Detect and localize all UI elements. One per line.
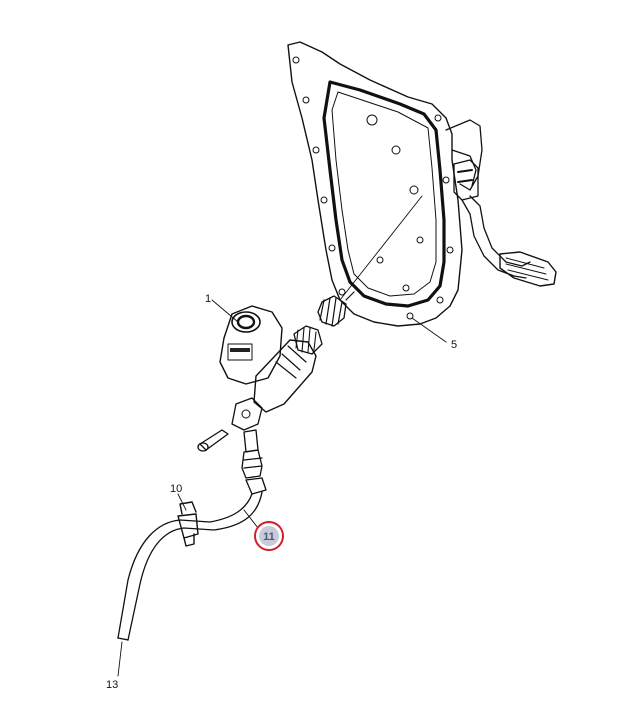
pushrod-boot: [317, 195, 423, 327]
leader-10: [177, 493, 187, 511]
callout-13: 13: [106, 679, 118, 691]
clutch-master-cylinder: [197, 305, 323, 453]
leader-11: [243, 509, 259, 529]
pedal-bracket-plate: [287, 41, 557, 327]
callout-10: 10: [170, 483, 182, 495]
hydraulic-line-assembly: [117, 449, 267, 641]
leader-lines: [117, 299, 447, 677]
callout-11-highlight[interactable]: 11: [254, 521, 284, 551]
leader-5: [411, 317, 447, 343]
leader-13: [117, 641, 123, 677]
leader-1: [211, 299, 239, 323]
callout-1: 1: [205, 293, 211, 305]
highlight-fill: [259, 526, 279, 546]
callout-5: 5: [451, 339, 457, 351]
callouts: 1 5 10 11 13: [106, 293, 457, 691]
callout-11[interactable]: 11: [263, 531, 275, 543]
